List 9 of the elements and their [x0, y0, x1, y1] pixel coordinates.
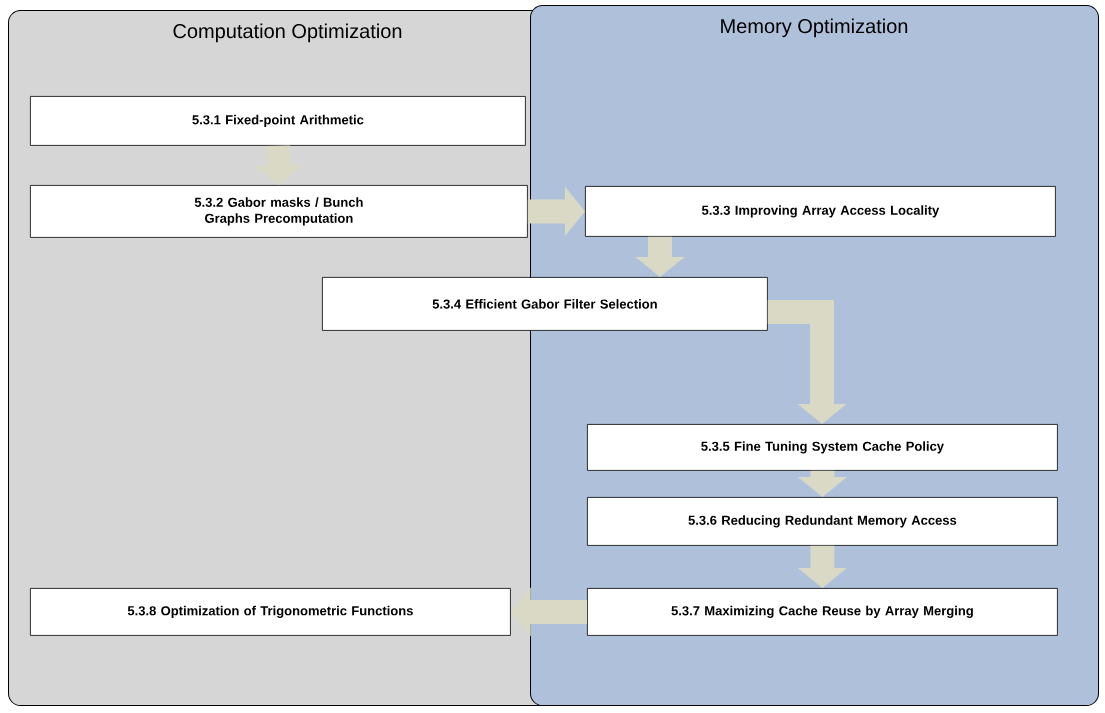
block-arrow — [767, 299, 847, 424]
process-box: 5.3.3 Improving Array Access Locality — [585, 186, 1056, 237]
process-box: 5.3.5 Fine Tuning System Cache Policy — [587, 424, 1058, 471]
process-box: 5.3.7 Maximizing Cache Reuse by Array Merging — [587, 588, 1058, 636]
process-box: 5.3.6 Reducing Redundant Memory Access — [587, 497, 1058, 546]
process-box: 5.3.4 Efficient Gabor Filter Selection — [322, 277, 768, 331]
process-box: 5.3.1 Fixed-point Arithmetic — [30, 96, 526, 146]
process-box: 5.3.2 Gabor masks / Bunch Graphs Precomputation — [30, 185, 528, 238]
process-box: 5.3.8 Optimization of Trigonometric Functions — [30, 588, 511, 636]
